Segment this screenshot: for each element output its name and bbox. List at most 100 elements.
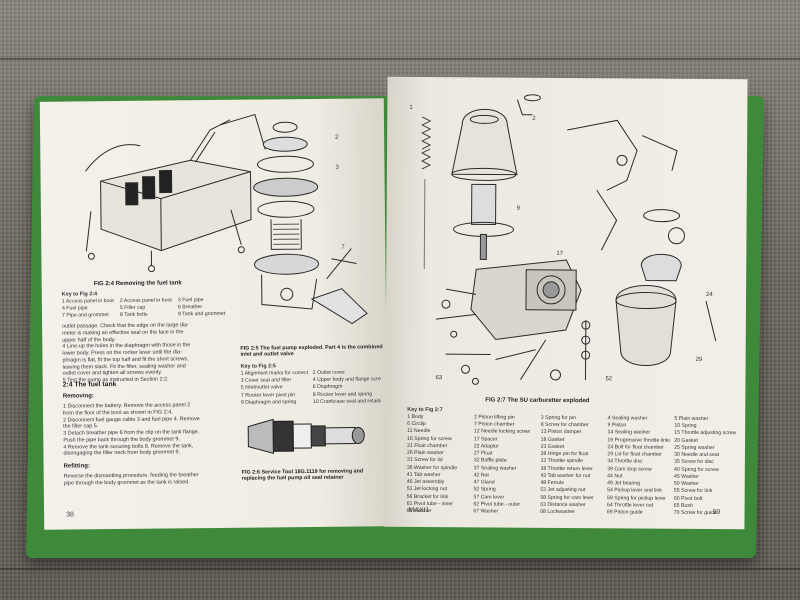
fig7-key-item: 7 Piston chamber bbox=[473, 421, 515, 428]
fig4-key-item: 1 Access panel in boot bbox=[61, 298, 114, 305]
fig7-key-item: 58 Spring for cam lever bbox=[540, 494, 594, 501]
fig7-key-item: 11 Needle bbox=[407, 428, 431, 435]
fig7-key-item: 35 Screw for disc bbox=[674, 459, 714, 466]
svg-text:7: 7 bbox=[341, 245, 345, 251]
fig7-key-item: 17 Spacer bbox=[473, 436, 498, 443]
fig7-key-item: 31 Screw for lid bbox=[406, 457, 443, 464]
fig7-key-item: 53 Jet adjusting nut bbox=[540, 487, 586, 494]
svg-text:1: 1 bbox=[409, 105, 413, 111]
left-page: FIG 2:4 Removing the fuel tank Key to Fi… bbox=[39, 98, 389, 530]
fig4-key: 1 Access panel in boot 2 Access panel in… bbox=[62, 297, 232, 319]
fig5-key-item: 4 Upper body and flange screws bbox=[312, 376, 381, 384]
fig4-key-title: Key to Fig 2:4 bbox=[61, 291, 98, 298]
fig7-key-item: 49 Jet bearing bbox=[607, 480, 641, 487]
fig7-key-item: 43 Tab washer for nut bbox=[540, 472, 591, 480]
fig7-key-item: 15 Throttle adjusting screw bbox=[674, 430, 737, 437]
fig6-caption: FIG 2:6 Service Tool 18G.1119 for removi… bbox=[242, 468, 384, 481]
fig5-key-item: 9 Diaphragm and spring bbox=[240, 399, 297, 406]
fig4-key-item: 7 Pipe and grommet bbox=[61, 312, 109, 320]
fig5-key-item: 8 Rocker lever and spring bbox=[312, 391, 372, 398]
fuel-tank-illustration bbox=[85, 113, 266, 273]
fig7-key-item: 52 Spring bbox=[473, 486, 496, 493]
fig7-key-item: 30 Needle and seat bbox=[674, 451, 720, 459]
fig7-key-item: 8 Screw for chamber bbox=[540, 422, 589, 429]
fig7-key-item: 67 Washer bbox=[473, 508, 499, 515]
removing-heading: Removing: bbox=[62, 393, 94, 400]
key-title: Key to Fig 2:7 bbox=[407, 406, 443, 414]
fig7-key-item: 48 Ferrule bbox=[540, 479, 565, 487]
fig7-key-item: 26 Plain washer bbox=[406, 450, 444, 457]
fig7-key-item: 9 Piston bbox=[607, 422, 627, 429]
fig4-key-item: 9 Tank and grommet bbox=[177, 311, 226, 318]
carburetter-exploded-illustration: 1 2 9 17 24 29 63 52 bbox=[409, 94, 717, 385]
fig7-key-item: 55 Screw for link bbox=[673, 488, 713, 495]
fig7-key-item: 50 Washer bbox=[673, 480, 699, 488]
fig4-key-item: 3 Fuel pipe bbox=[177, 297, 204, 304]
fuel-pump-illustration: 2 3 7 bbox=[253, 121, 368, 325]
fig4-key-item: 4 Fuel pipe bbox=[61, 305, 88, 312]
fig7-key-item: 13 Piston damper bbox=[540, 429, 582, 436]
fig5-caption: FIG 2:5 The fuel pump exploded. Part 4 i… bbox=[240, 344, 382, 357]
fig7-key-item: 38 Throttle return lever bbox=[540, 465, 593, 472]
refitting-heading: Refitting: bbox=[63, 463, 90, 470]
fig7-key-item: 23 Gasket bbox=[540, 443, 565, 450]
fig7-key-item: 40 Spring for screw bbox=[674, 466, 719, 473]
fig7-key-item: 33 Throttle spindle bbox=[540, 458, 584, 465]
fig7-key-item: 62 Pivot tube - outer bbox=[473, 501, 521, 508]
fig5-key: 1 Alignment marks for correct assembling… bbox=[241, 369, 381, 406]
sofa-seam-top bbox=[0, 58, 800, 60]
caption-line: inlet and outlet valve bbox=[240, 351, 294, 358]
fig7-key-item: 51 Jet locking nut bbox=[406, 486, 448, 493]
fig7-key-item: 2 Piston lifting pin bbox=[473, 414, 515, 421]
fig7-key-item: 65 Bush bbox=[673, 502, 693, 509]
svg-text:2: 2 bbox=[335, 135, 339, 141]
fig5-key-item: 10 Crankcase seal and retaining nut bbox=[312, 398, 381, 405]
fig7-key-item: 57 Cam lever bbox=[473, 493, 505, 501]
fig7-key-item: 68 Lockwasher bbox=[540, 508, 576, 516]
svg-text:3: 3 bbox=[335, 165, 339, 171]
fig7-key-item: 64 Throttle lever rod bbox=[606, 502, 654, 509]
fig5-key-item: 5 Inlet/outlet valve bbox=[240, 384, 283, 392]
fig7-key-item: 29 Lid for float chamber bbox=[607, 451, 662, 458]
fig4-key-item: 5 Filler cap bbox=[119, 304, 146, 312]
page-number: 38 bbox=[66, 511, 74, 519]
fig7-key-item: 3 Spring for pin bbox=[540, 414, 576, 422]
text-line: pipe through the body grommet as the tan… bbox=[63, 479, 190, 487]
fig7-key-item: 24 Bolt for float chamber bbox=[607, 444, 664, 451]
fig7-key-item: 19 Progressive throttle linkage bbox=[607, 436, 671, 444]
section-heading: 2:4 The fuel tank bbox=[62, 381, 117, 389]
fig7-key-item: 37 Sealing washer bbox=[473, 464, 517, 472]
fig7-key-item: 39 Cam stop screw bbox=[607, 465, 652, 473]
fig7-key-item: 20 Gasket bbox=[674, 437, 698, 444]
fig7-key-item: 18 Gasket bbox=[540, 436, 565, 443]
footer-label: MAXI1 bbox=[408, 506, 430, 515]
right-page: 1 2 9 17 24 29 63 52 FIG 2:7 The SU carb… bbox=[384, 76, 748, 530]
text-line: disengaging the filler neck from body gr… bbox=[63, 449, 181, 457]
svg-text:63: 63 bbox=[435, 375, 442, 381]
fig7-key-item: 45 Washer bbox=[673, 473, 699, 480]
fig7-key-item: 4 Sealing washer bbox=[607, 415, 648, 422]
fig7-key-item: 59 Spring for pickup lever bbox=[607, 494, 666, 502]
fig7-key-item: 22 Adaptor bbox=[473, 443, 499, 450]
fig7-key-item: 60 Pivot bolt bbox=[673, 495, 703, 502]
fig7-key-item: 34 Throttle disc bbox=[607, 458, 643, 465]
svg-text:52: 52 bbox=[605, 376, 612, 382]
fig7-key-item: 44 Nut bbox=[607, 473, 623, 480]
fig7-key-item: 46 Jet assembly bbox=[406, 479, 445, 486]
fig7-key-item: 32 Baffle plate bbox=[473, 457, 507, 464]
svg-text:2: 2 bbox=[532, 116, 536, 122]
fig7-caption: FIG 2:7 The SU carburetter exploded bbox=[485, 397, 590, 405]
fig7-key-item: 42 Nut bbox=[473, 472, 489, 479]
fig7-key-item: 47 Gland bbox=[473, 479, 495, 486]
fig7-key-item: 54 Pickup lever and link bbox=[607, 487, 662, 495]
fig7-key-item: 10 Spring bbox=[674, 422, 697, 430]
fig7-key-item: 14 Sealing washer bbox=[607, 429, 651, 437]
fig4-key-item: 6 Breather bbox=[177, 304, 203, 311]
fig7-key-item: 28 Hinge pin for float bbox=[540, 450, 589, 458]
intro-text: outlet passage. Check that the edge on t… bbox=[62, 322, 233, 385]
refitting-text: Reverse the dismantling procedure, feedi… bbox=[64, 472, 234, 487]
fig5-key-item: 7 Rocker lever pivot pin bbox=[240, 391, 296, 399]
fig7-key-item: 63 Distance washer bbox=[540, 501, 586, 508]
fig4-key-item: 8 Tank bolts bbox=[119, 312, 148, 319]
